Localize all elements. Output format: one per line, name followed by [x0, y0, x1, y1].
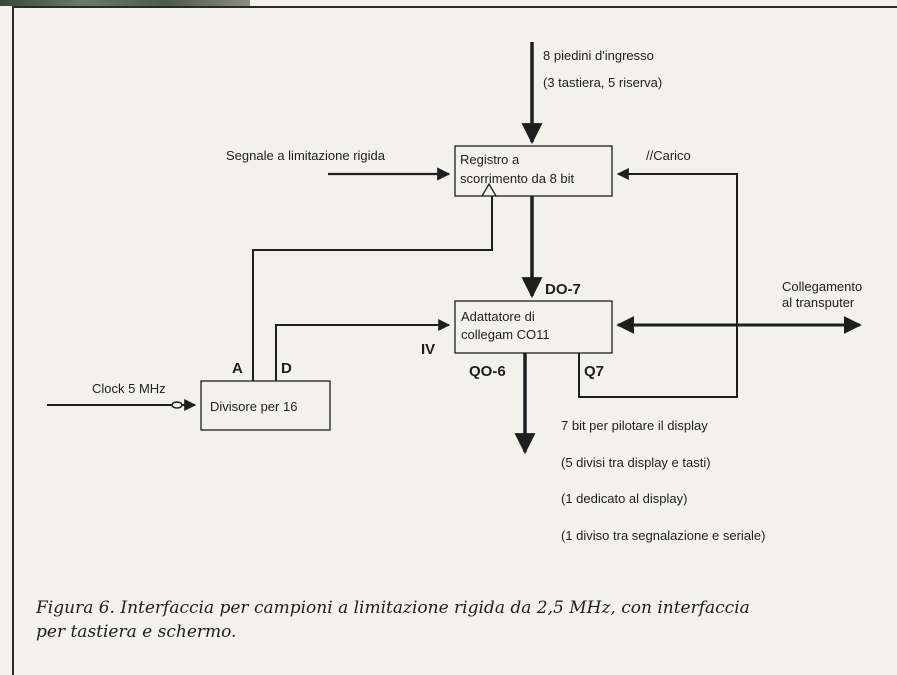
- display-bits-label-1: 7 bit per pilotare il display: [561, 418, 708, 433]
- display-bits-label-4: (1 diviso tra segnalazione e seriale): [561, 528, 766, 543]
- frame-top-border: [12, 6, 897, 8]
- link-adapter-box: [454, 300, 613, 354]
- clock-triangle: [481, 182, 497, 197]
- display-bits-label-2: (5 divisi tra display e tasti): [561, 455, 711, 470]
- caption-line-1: Figura 6. Interfaccia per campioni a lim…: [36, 598, 750, 618]
- link-label-2: al transputer: [782, 295, 855, 310]
- input-pins-detail: (3 tastiera, 5 riserva): [543, 75, 662, 90]
- data-out-label: DO-7: [545, 281, 581, 298]
- shift-register-label-2: scorrimento da 8 bit: [460, 171, 575, 186]
- photo-strip: [0, 0, 250, 6]
- clock-input-circle: [171, 401, 183, 409]
- a-clock-line: [252, 196, 493, 381]
- load-label: //Carico: [646, 148, 691, 163]
- adapter-label-2: collegam CO11: [461, 327, 550, 342]
- display-bits-label-3: (1 dedicato al display): [561, 491, 687, 506]
- pin-a-label: A: [232, 360, 243, 377]
- link-label-1: Collegamento: [782, 279, 862, 294]
- caption-line-2: per tastiera e schermo.: [36, 622, 237, 642]
- input-pins-label: 8 piedini d'ingresso: [543, 48, 654, 63]
- figure-caption: Figura 6. Interfaccia per campioni a lim…: [36, 596, 876, 644]
- load-feedback-line: [578, 168, 738, 398]
- frame-left-border: [12, 6, 14, 675]
- shift-register-label-1: Registro a: [460, 152, 520, 167]
- adapter-label-1: Adattatore di: [461, 309, 535, 324]
- clock-label: Clock 5 MHz: [92, 381, 166, 396]
- signal-label: Segnale a limitazione rigida: [226, 148, 386, 163]
- iv-label: IV: [421, 341, 435, 358]
- q-out-label: QO-6: [469, 363, 506, 380]
- d-iv-line: [275, 319, 451, 381]
- q7-label: Q7: [584, 363, 604, 380]
- divider-label: Divisore per 16: [210, 399, 297, 414]
- pin-d-label: D: [281, 360, 292, 377]
- divider-box: [200, 380, 331, 431]
